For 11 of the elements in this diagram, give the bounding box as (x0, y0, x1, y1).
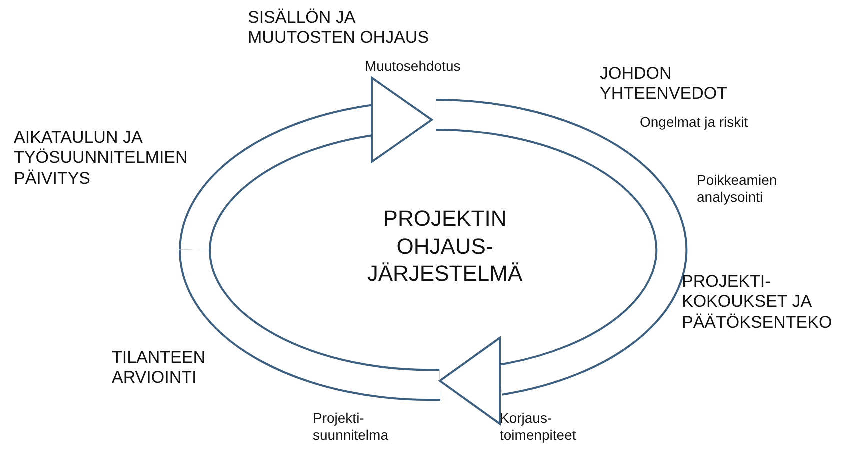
stage-label: PROJEKTI- KOKOUKSET JA PÄÄTÖKSENTEKO (682, 272, 834, 334)
activity-label: Ongelmat ja riskit (640, 114, 750, 131)
activity-label: Korjaus- toimenpiteet (500, 410, 578, 444)
stage-label: TILANTEEN ARVIOINTI (112, 348, 207, 389)
activity-label: Muutosehdotus (365, 58, 462, 75)
center-title: PROJEKTIN OHJAUS- JÄRJESTELMÄ (366, 205, 524, 288)
stage-label: SISÄLLÖN JA MUUTOSTEN OHJAUS (248, 8, 430, 49)
activity-label: Projekti- suunnitelma (313, 410, 390, 444)
activity-label: Poikkeamien analysointi (697, 172, 778, 206)
stage-label: JOHDON YHTEENVEDOT (600, 64, 729, 105)
stage-label: AIKATAULUN JA TYÖSUUNNITELMIEN PÄIVITYS (14, 128, 189, 190)
